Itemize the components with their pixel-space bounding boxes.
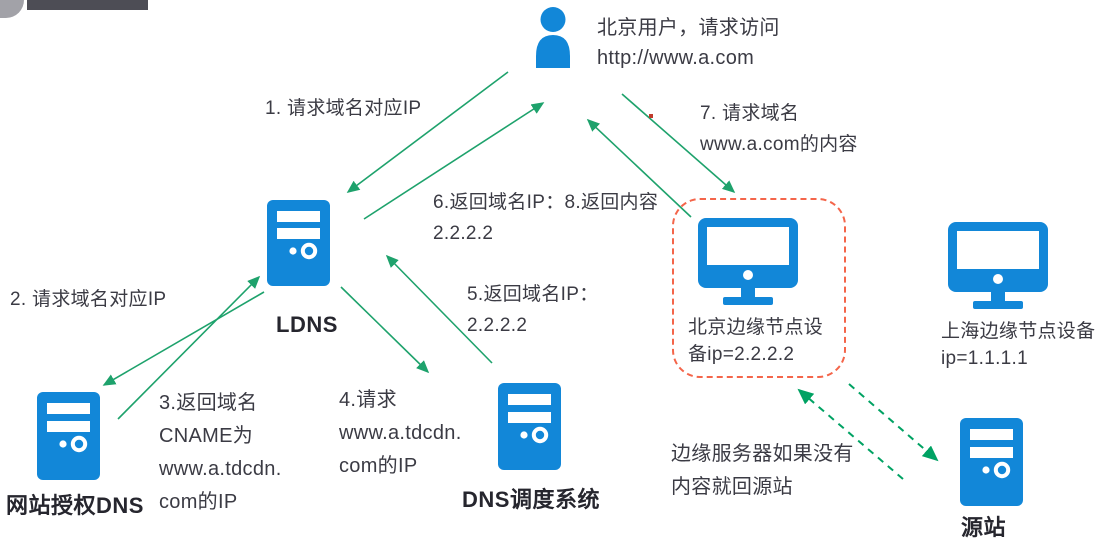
arrow-step4-ldns-to-scheduler <box>340 286 430 374</box>
user-icon <box>527 6 579 68</box>
shanghai-edge-label: 上海边缘节点设备 ip=1.1.1.1 <box>941 321 1096 369</box>
step5-label: 5.返回域名IP： 2.2.2.2 <box>467 284 599 336</box>
auth-dns-server-icon <box>37 392 100 480</box>
shanghai-edge-monitor-icon <box>948 222 1048 310</box>
arrow-step1-user-to-ldns <box>346 71 509 193</box>
dns-scheduler-server-icon <box>498 383 561 470</box>
step6-label: 6.返回域名IP：8.返回内容 2.2.2.2 <box>433 192 659 244</box>
origin-server-icon <box>960 418 1023 506</box>
step2-label: 2. 请求域名对应IP <box>10 289 167 310</box>
beijing-edge-label: 北京边缘节点设 备ip=2.2.2.2 <box>688 317 824 365</box>
beijing-edge-highlight-box <box>672 198 846 378</box>
step1-label: 1. 请求域名对应IP <box>265 98 422 119</box>
red-pointer-dot <box>649 114 653 118</box>
step7-label: 7. 请求域名 www.a.com的内容 <box>700 103 858 155</box>
dns-scheduler-label: DNS调度系统 <box>462 487 600 512</box>
auth-dns-label: 网站授权DNS <box>6 493 144 518</box>
origin-label: 源站 <box>961 515 1007 540</box>
user-caption: 北京用户，请求访问 http://www.a.com <box>597 17 780 69</box>
ldns-server-icon <box>267 200 330 286</box>
arrow-beijing-edge-to-origin-dashed <box>848 383 939 462</box>
corner-decoration <box>0 0 24 18</box>
step3-label: 3.返回域名 CNAME为 www.a.tdcdn. com的IP <box>159 392 282 513</box>
topbar-decoration <box>27 0 148 10</box>
step4-label: 4.请求 www.a.tdcdn. com的IP <box>339 389 462 477</box>
back-to-origin-note: 边缘服务器如果没有 内容就回源站 <box>671 443 854 498</box>
beijing-edge-monitor-icon <box>698 218 798 306</box>
ldns-label: LDNS <box>276 312 338 337</box>
